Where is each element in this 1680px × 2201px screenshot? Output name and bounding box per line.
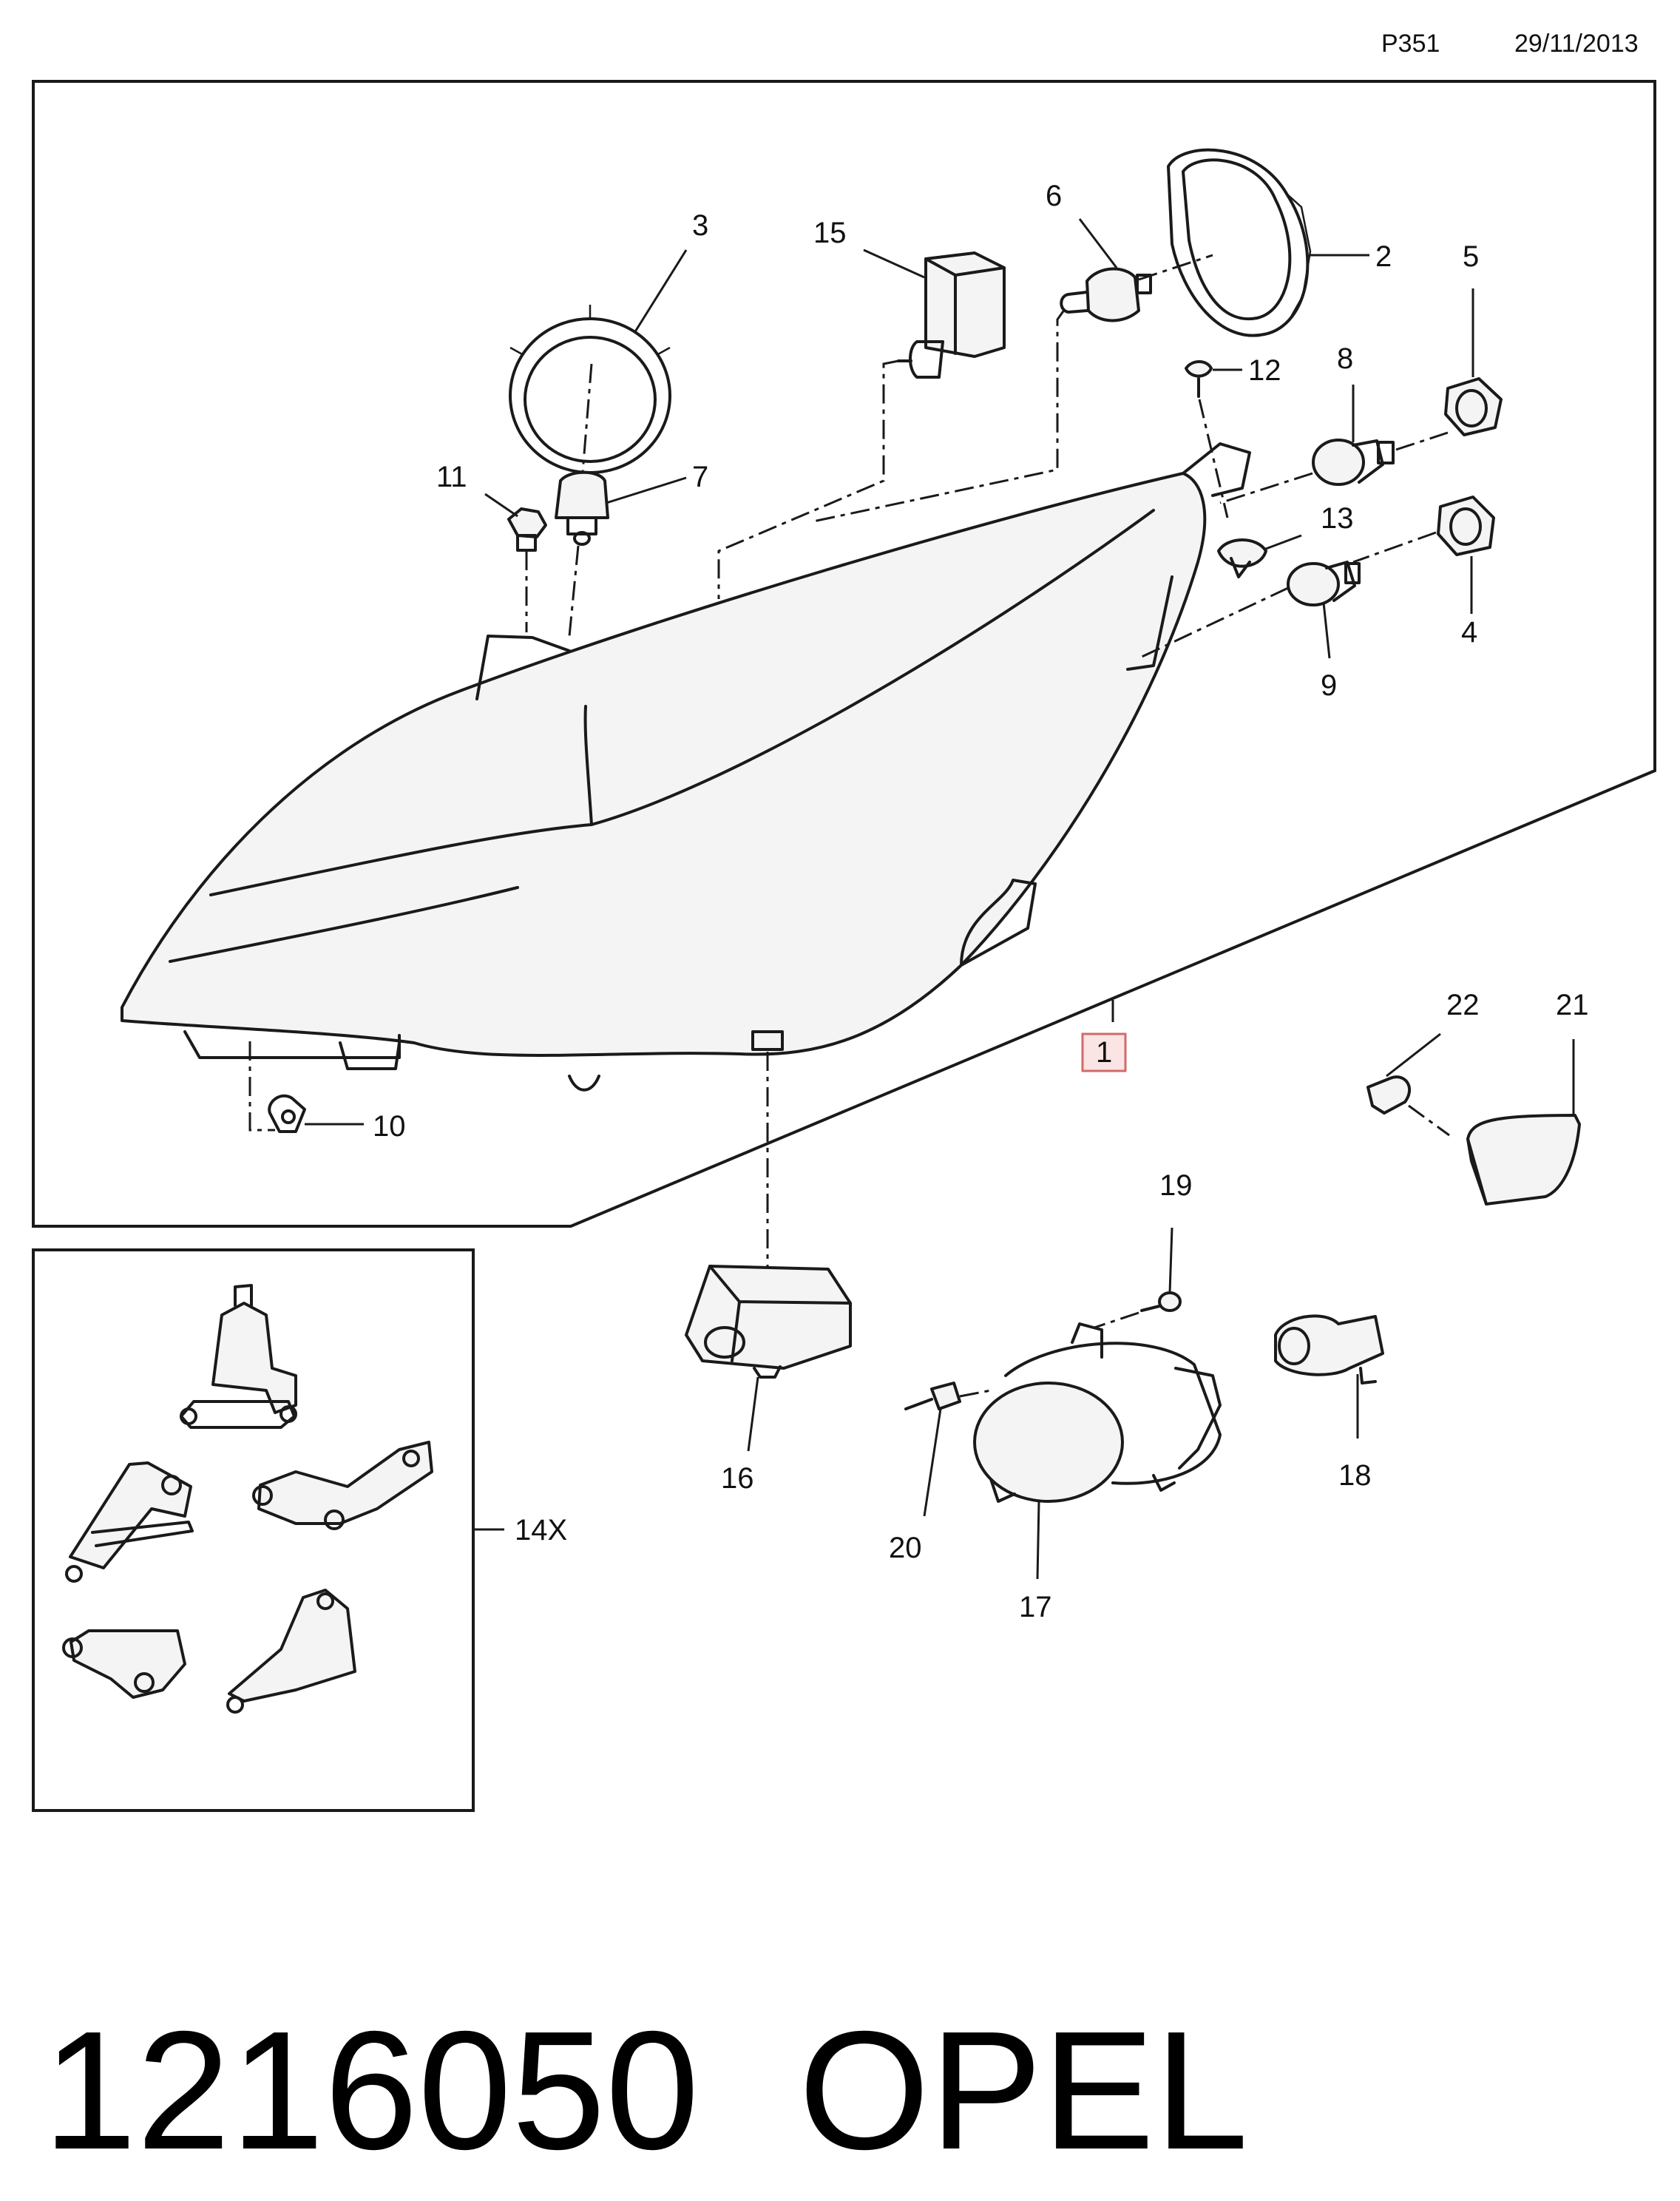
callout-17: 17 <box>1019 1591 1052 1623</box>
callout-12: 12 <box>1248 354 1281 387</box>
part-8-bulb <box>1312 439 1395 486</box>
part-5-socket <box>1444 377 1503 436</box>
callout-2: 2 <box>1375 240 1392 273</box>
part-20-clip <box>904 1382 961 1410</box>
sheet-code: P351 <box>1381 30 1440 58</box>
part-7-bulb <box>555 470 609 546</box>
part-18-bulb <box>1274 1314 1384 1384</box>
callout-3: 3 <box>692 209 708 242</box>
callout-7: 7 <box>692 461 708 493</box>
part-19-screw <box>1140 1291 1182 1312</box>
callout-19: 19 <box>1159 1169 1193 1202</box>
callout-4: 4 <box>1461 616 1477 649</box>
brand-name: OPEL <box>799 1997 1248 2185</box>
part-14-bracket-kit <box>62 1284 433 1714</box>
callout-15: 15 <box>813 217 847 249</box>
main-frame <box>32 80 1656 1228</box>
callout-10: 10 <box>373 1110 406 1143</box>
part-15-leveling-motor <box>897 251 1006 379</box>
part-10-clip <box>268 1094 306 1133</box>
callout-22: 22 <box>1446 989 1480 1021</box>
part-12-screw <box>1185 360 1213 398</box>
callout-11: 11 <box>436 461 467 493</box>
callout-9: 9 <box>1321 669 1337 702</box>
part-21-side-marker <box>1466 1114 1581 1206</box>
part-22-bulb <box>1366 1075 1411 1115</box>
callout-18: 18 <box>1338 1459 1372 1492</box>
part-13-grommet <box>1217 538 1267 578</box>
part-11-screw <box>507 507 547 552</box>
part-2-ring <box>1167 148 1312 337</box>
part-4-socket <box>1437 496 1495 556</box>
callout-13: 13 <box>1321 502 1354 535</box>
callout-16: 16 <box>721 1462 754 1495</box>
part-6-bulb <box>1060 267 1152 322</box>
part-16-actuator <box>685 1265 852 1379</box>
callout-8: 8 <box>1337 342 1353 375</box>
callout-1: 1 <box>1096 1036 1112 1069</box>
part-number: 1216050 <box>43 1997 700 2185</box>
callout-21: 21 <box>1556 989 1589 1021</box>
callout-6: 6 <box>1046 180 1062 212</box>
part-9-bulb <box>1287 561 1361 606</box>
callout-5: 5 <box>1463 240 1479 273</box>
headlamp-assembly <box>121 442 1251 1092</box>
callout-1-box <box>1081 1032 1127 1072</box>
part-3-ring <box>509 305 671 474</box>
callout-20: 20 <box>889 1532 922 1564</box>
sheet-date: 29/11/2013 <box>1514 30 1639 58</box>
callout-14: 14X <box>515 1514 567 1546</box>
part-17-fog-lamp <box>973 1322 1222 1503</box>
